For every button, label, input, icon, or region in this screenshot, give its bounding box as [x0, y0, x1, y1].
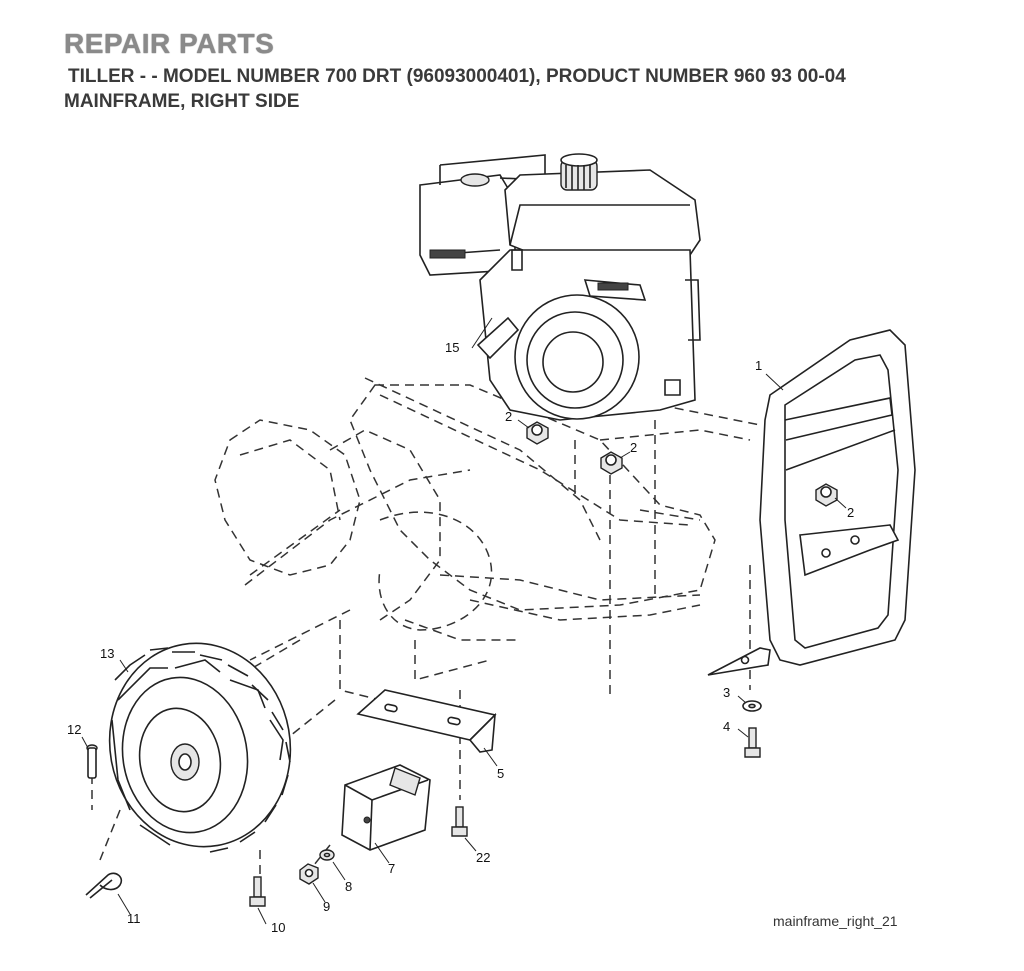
- callout-2b: 2: [630, 440, 637, 455]
- lock-nut-2a: [526, 421, 549, 445]
- lock-washer-8: [319, 849, 335, 861]
- engine: [419, 153, 701, 421]
- section-title: MAINFRAME, RIGHT SIDE: [64, 91, 300, 112]
- callout-8: 8: [345, 879, 352, 894]
- callout-11: 11: [127, 911, 141, 926]
- mounting-bracket-5: [356, 689, 497, 753]
- callout-4: 4: [723, 719, 730, 734]
- bolt-10: [249, 876, 266, 907]
- mainframe-dashed-outline: [214, 377, 761, 641]
- wheel-weight-7: [341, 764, 431, 851]
- callout-22: 22: [476, 850, 490, 865]
- bolt-4: [744, 727, 761, 758]
- bumper-guard: [707, 329, 916, 676]
- figure-caption: mainframe_right_21: [773, 913, 898, 929]
- callout-2a: 2: [505, 409, 512, 424]
- lock-nut-2b: [600, 451, 623, 475]
- callout-5: 5: [497, 766, 504, 781]
- wheel-tire-13: [108, 642, 292, 853]
- washer-3: [742, 700, 762, 712]
- page-title: REPAIR PARTS: [64, 28, 275, 59]
- callout-13: 13: [100, 646, 114, 661]
- callout-1: 1: [755, 358, 762, 373]
- clevis-pin-12: [86, 744, 98, 779]
- callout-12: 12: [67, 722, 81, 737]
- callout-15: 15: [445, 340, 459, 355]
- callout-7: 7: [388, 861, 395, 876]
- callout-10: 10: [271, 920, 285, 935]
- hairpin-clip-11: [85, 872, 123, 899]
- nut-9: [299, 863, 319, 885]
- callout-9: 9: [323, 899, 330, 914]
- model-subtitle: TILLER - - MODEL NUMBER 700 DRT (9609300…: [68, 66, 846, 87]
- callout-2c: 2: [847, 505, 854, 520]
- callout-leaders: [81, 317, 847, 925]
- bolt-22: [451, 806, 468, 837]
- callout-3: 3: [723, 685, 730, 700]
